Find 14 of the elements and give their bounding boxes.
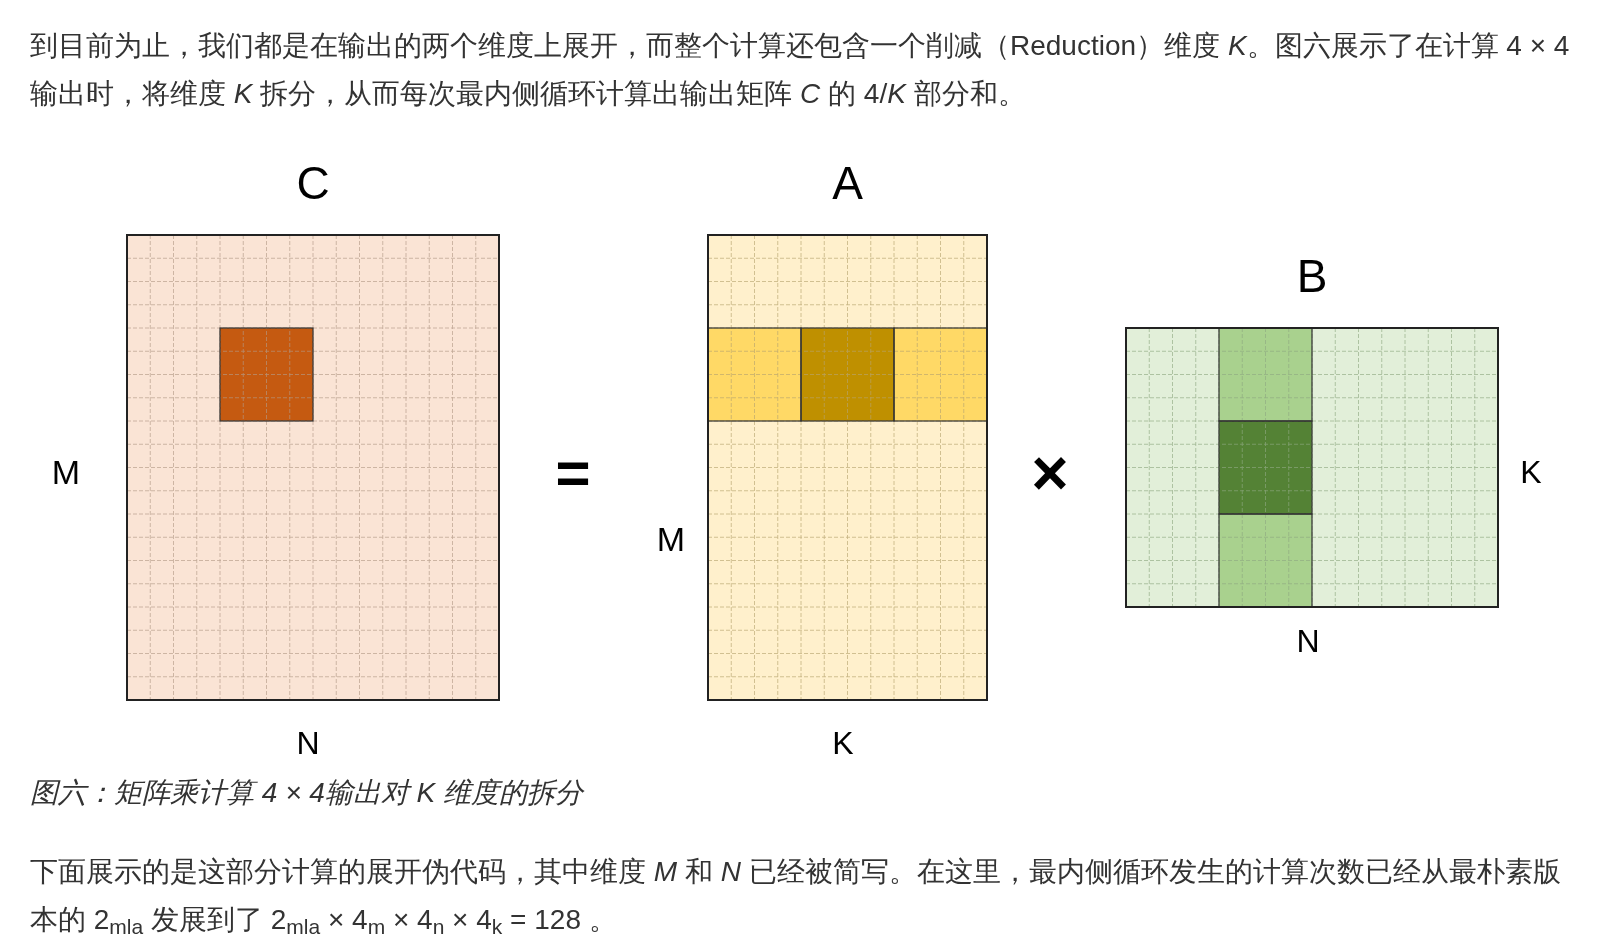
paragraph: 到目前为止，我们都是在输出的两个维度上展开，而整个计算还包含一个削减（Reduction）维度 K。图六展示了在计算 4 × 4 输出时，将维度 K 拆分，从而每次最内侧循环计算出输出矩阵 C 的 4/K 部分和。 [30, 29, 1571, 111]
axis-label: M [51, 455, 81, 489]
axis-label: N [296, 727, 320, 759]
matrix-title: A [832, 156, 863, 211]
matrix-title: B [1296, 249, 1328, 304]
figure-caption: 图六：矩阵乘计算 4 × 4输出对 K 维度的拆分 [30, 776, 584, 810]
paragraph: 下面展示的是这部分计算的展开伪代码，其中维度 M 和 N 已经被简写。在这里，最内侧循环发生的计算次数已经从最朴素版本的 2$_{mla}$ 发展到了 2$_{mla}$ × 4$_{m}$ × 4$_{n}$ × 4$_{k}$ = 128 。 [30, 855, 1562, 941]
axis-label: K [1520, 456, 1542, 488]
axis-label: K [832, 727, 854, 759]
matrix-title: C [296, 156, 330, 211]
axis-label: M [656, 522, 686, 556]
axis-label: N [1296, 625, 1320, 657]
axis-label: × [1031, 441, 1069, 505]
axis-label: = [555, 443, 591, 503]
